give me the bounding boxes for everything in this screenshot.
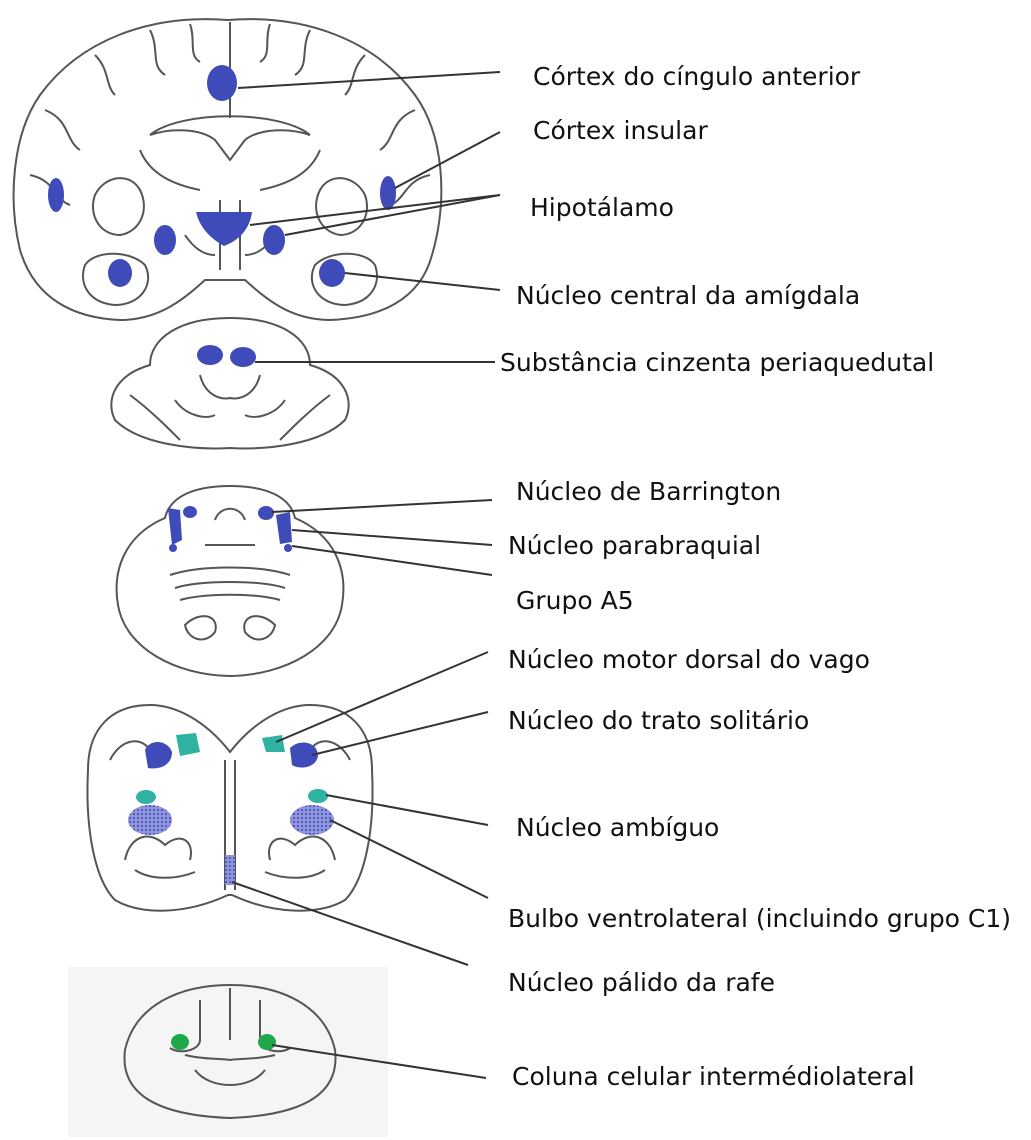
- label-amygdala-central-nucleus: Núcleo central da amígdala: [516, 283, 860, 308]
- label-hypothalamus: Hipotálamo: [530, 195, 674, 220]
- leader-a5: [292, 546, 492, 575]
- medulla-regions: [128, 733, 334, 885]
- anterior-cingulate-region: [207, 65, 237, 101]
- ambiguus-region-right: [308, 789, 328, 803]
- leader-barrington: [272, 500, 492, 512]
- label-solitary-tract-nucleus: Núcleo do trato solitário: [508, 708, 809, 733]
- amygdala-region-right: [319, 259, 345, 287]
- leader-dmv: [276, 652, 488, 742]
- raphe-region: [225, 855, 235, 885]
- label-a5-group: Grupo A5: [516, 588, 634, 613]
- insular-region-right: [380, 176, 396, 210]
- iml-region-left: [171, 1034, 189, 1050]
- parabrachial-region-left: [168, 508, 182, 545]
- leader-parabrachial: [292, 530, 492, 545]
- vlm-region-right: [290, 805, 334, 835]
- iml-region-right: [258, 1034, 276, 1050]
- leader-hypothalamus-1: [250, 195, 500, 225]
- label-barrington-nucleus: Núcleo de Barrington: [516, 479, 781, 504]
- label-parabrachial-nucleus: Núcleo parabraquial: [508, 533, 761, 558]
- barrington-region-right: [258, 506, 274, 520]
- midbrain-regions: [197, 345, 256, 367]
- pag-region-left: [197, 345, 223, 365]
- pag-region-right: [230, 347, 256, 367]
- pons-section: [117, 486, 344, 676]
- leader-lines: [232, 72, 500, 1078]
- hypothalamus-region: [196, 212, 252, 246]
- label-periaqueductal-gray: Substância cinzenta periaquedutal: [500, 350, 934, 375]
- spinal-panel-background: [68, 967, 388, 1137]
- leader-nts: [312, 712, 488, 755]
- label-dorsal-motor-vagus: Núcleo motor dorsal do vago: [508, 647, 870, 672]
- amygdala-region-left: [108, 259, 132, 287]
- hypothalamus-region-left: [154, 225, 176, 255]
- a5-region-right: [284, 544, 292, 552]
- dmv-region-left: [176, 733, 200, 756]
- forebrain-section: [14, 19, 442, 320]
- label-anterior-cingulate-cortex: Córtex do cíngulo anterior: [533, 64, 860, 89]
- midbrain-section: [111, 318, 348, 448]
- nts-region-left: [145, 742, 172, 768]
- leader-insular: [395, 132, 500, 188]
- barrington-region-left: [183, 506, 197, 518]
- ambiguus-region-left: [136, 790, 156, 804]
- leader-amygdala: [345, 273, 500, 290]
- label-raphe-pallidus: Núcleo pálido da rafe: [508, 970, 775, 995]
- leader-cingulate: [238, 72, 500, 88]
- vlm-region-left: [128, 805, 172, 835]
- dmv-region-right: [262, 735, 285, 752]
- a5-region-left: [169, 544, 177, 552]
- label-intermediolateral-column: Coluna celular intermédiolateral: [512, 1064, 915, 1089]
- parabrachial-region-right: [276, 512, 292, 544]
- label-insular-cortex: Córtex insular: [533, 118, 708, 143]
- hypothalamus-region-right: [263, 225, 285, 255]
- leader-vlm: [330, 820, 488, 898]
- leader-ambiguus: [326, 795, 488, 825]
- insular-region-left: [48, 178, 64, 212]
- label-nucleus-ambiguus: Núcleo ambíguo: [516, 815, 719, 840]
- label-ventrolateral-medulla: Bulbo ventrolateral (incluindo grupo C1): [508, 906, 1011, 931]
